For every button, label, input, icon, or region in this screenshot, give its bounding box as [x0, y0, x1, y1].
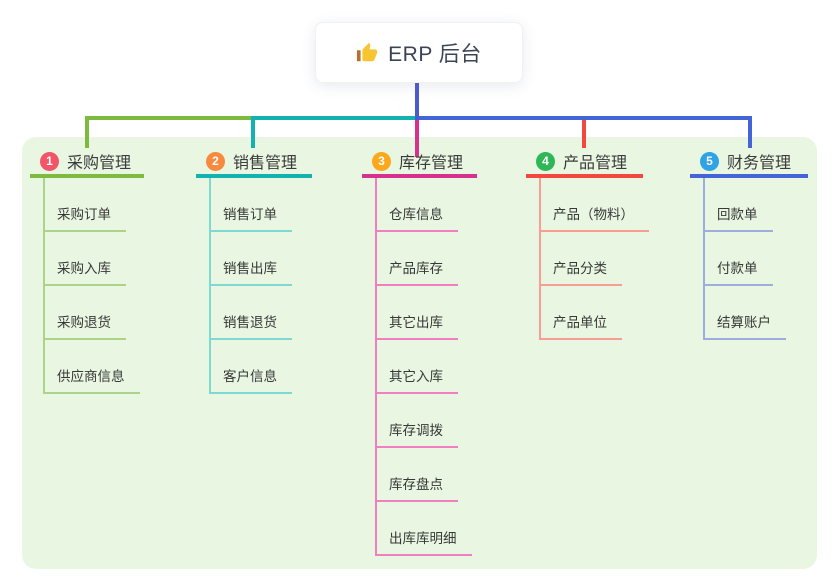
mindmap-node[interactable]: 客户信息	[209, 340, 292, 394]
mindmap-node[interactable]: 采购订单	[43, 178, 126, 232]
node-label: 其它出库	[389, 315, 443, 330]
branch-items: 采购订单 采购入库 采购退货 供应商信息	[30, 178, 144, 394]
mindmap-node[interactable]: 产品分类	[539, 232, 622, 286]
branch-badge: 1	[40, 151, 59, 171]
mindmap-node[interactable]: 销售退货	[209, 286, 292, 340]
mindmap-panel	[22, 137, 817, 569]
node-label: 供应商信息	[57, 369, 125, 384]
branch-items: 销售订单 销售出库 销售退货 客户信息	[196, 178, 312, 394]
branch-badge: 4	[536, 151, 555, 171]
branch-product: 4 产品管理 产品（物料） 产品分类 产品单位	[526, 148, 649, 340]
mindmap-node[interactable]: 仓库信息	[375, 178, 458, 232]
branch-header-finance[interactable]: 5 财务管理	[690, 148, 808, 178]
mindmap-node[interactable]: 产品单位	[539, 286, 622, 340]
node-label: 采购订单	[57, 207, 111, 222]
node-label: 回款单	[717, 207, 758, 222]
branch-inventory: 3 库存管理 仓库信息 产品库存 其它出库 其它入库 库存调拨 库存盘点 出库库…	[362, 148, 477, 556]
drop-line-inventory	[415, 120, 419, 157]
mindmap-node[interactable]: 采购退货	[43, 286, 126, 340]
branch-badge: 3	[372, 151, 391, 171]
node-label: 产品库存	[389, 261, 443, 276]
bus-segment-sales	[251, 116, 420, 120]
node-label: 仓库信息	[389, 207, 443, 222]
mindmap-node[interactable]: 产品（物料）	[539, 178, 649, 232]
mindmap-node[interactable]: 付款单	[703, 232, 773, 286]
node-label: 其它入库	[389, 369, 443, 384]
branch-connector-line	[375, 178, 377, 556]
branch-header-product[interactable]: 4 产品管理	[526, 148, 643, 178]
branch-sales: 2 销售管理 销售订单 销售出库 销售退货 客户信息	[196, 148, 312, 394]
node-label: 采购入库	[57, 261, 111, 276]
mindmap-node[interactable]: 销售订单	[209, 178, 292, 232]
branch-header-purchase[interactable]: 1 采购管理	[30, 148, 144, 178]
branch-header-sales[interactable]: 2 销售管理	[196, 148, 312, 178]
drop-line-sales	[251, 116, 255, 148]
branch-title: 财务管理	[727, 155, 792, 172]
branch-finance: 5 财务管理 回款单 付款单 结算账户	[690, 148, 808, 340]
bus-segment-finance	[416, 116, 752, 120]
branch-title: 采购管理	[67, 155, 132, 172]
node-label: 产品分类	[553, 261, 607, 276]
mindmap-node[interactable]: 销售出库	[209, 232, 292, 286]
node-label: 销售退货	[223, 315, 277, 330]
node-label: 库存盘点	[389, 477, 443, 492]
mindmap-node[interactable]: 库存盘点	[375, 448, 458, 502]
branch-connector-line	[209, 178, 211, 394]
mindmap-node[interactable]: 其它入库	[375, 340, 458, 394]
mindmap-node[interactable]: 供应商信息	[43, 340, 140, 394]
mindmap-node[interactable]: 回款单	[703, 178, 773, 232]
branch-badge: 5	[700, 151, 719, 171]
node-label: 客户信息	[223, 369, 277, 384]
branch-title: 销售管理	[233, 155, 298, 172]
branch-title: 产品管理	[563, 155, 628, 172]
drop-line-finance	[748, 116, 752, 148]
node-label: 销售订单	[223, 207, 277, 222]
thumbs-up-icon	[357, 42, 378, 61]
node-label: 采购退货	[57, 315, 111, 330]
branch-header-inventory[interactable]: 3 库存管理	[362, 148, 477, 178]
node-label: 销售出库	[223, 261, 277, 276]
branch-items: 仓库信息 产品库存 其它出库 其它入库 库存调拨 库存盘点 出库库明细	[362, 178, 477, 556]
mindmap-node[interactable]: 采购入库	[43, 232, 126, 286]
mindmap-node[interactable]: 其它出库	[375, 286, 458, 340]
branch-items: 回款单 付款单 结算账户	[690, 178, 808, 340]
node-label: 出库库明细	[389, 531, 457, 546]
mindmap-node[interactable]: 结算账户	[703, 286, 786, 340]
branch-title: 库存管理	[399, 155, 464, 172]
branch-connector-line	[43, 178, 45, 394]
mindmap-node[interactable]: 产品库存	[375, 232, 458, 286]
node-label: 库存调拨	[389, 423, 443, 438]
branch-items: 产品（物料） 产品分类 产品单位	[526, 178, 649, 340]
node-label: 产品（物料）	[553, 207, 634, 222]
drop-line-product	[582, 120, 586, 148]
node-label: 产品单位	[553, 315, 607, 330]
branch-badge: 2	[206, 151, 225, 171]
mindmap-node[interactable]: 库存调拨	[375, 394, 458, 448]
branch-connector-line	[703, 178, 705, 340]
root-stem-line	[415, 83, 419, 120]
root-node[interactable]: ERP 后台	[315, 22, 523, 83]
node-label: 结算账户	[717, 315, 771, 330]
node-label: 付款单	[717, 261, 758, 276]
root-node-label: ERP 后台	[388, 42, 482, 66]
branch-purchase: 1 采购管理 采购订单 采购入库 采购退货 供应商信息	[30, 148, 144, 394]
mindmap-node[interactable]: 出库库明细	[375, 502, 472, 556]
drop-line-purchase	[85, 116, 89, 148]
bus-segment-purchase	[85, 116, 255, 120]
branch-connector-line	[539, 178, 541, 340]
